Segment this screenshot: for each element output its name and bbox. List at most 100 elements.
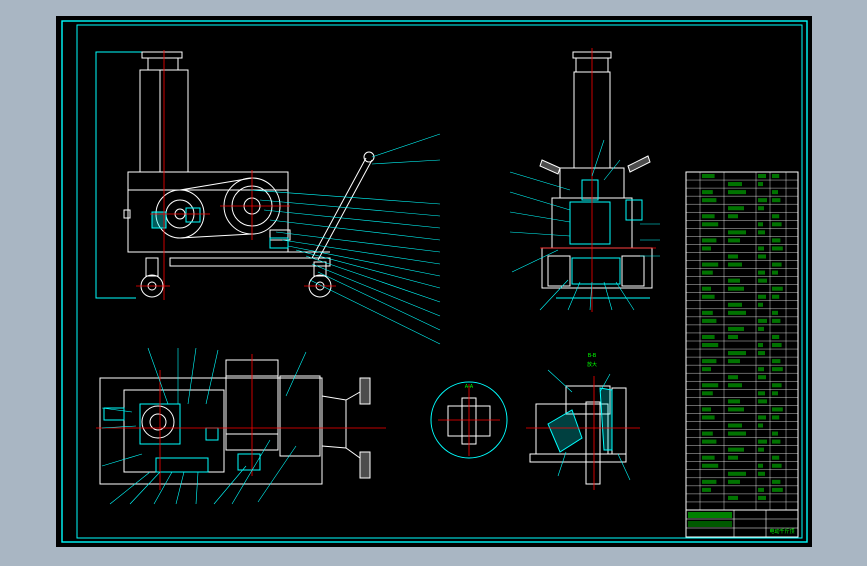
parts-list-cell-text [702,310,713,315]
section-b-b [526,376,640,490]
drawing-name: 电动千斤顶 [769,528,794,535]
parts-list-cell-text [728,206,744,211]
parts-list-cell-text [758,367,764,372]
parts-list-cell-text [772,407,783,412]
parts-list-cell-text [772,318,781,323]
parts-list-cell-text [728,479,740,484]
parts-list-cell-text [758,375,766,380]
parts-list-cell-text [728,254,738,259]
parts-list-cell-text [772,455,780,460]
parts-list-cell-text [758,318,767,323]
parts-list-cell-text [772,214,780,219]
parts-list-cell-text [758,222,763,227]
parts-list [685,171,799,511]
parts-list-cell-text [772,359,781,364]
parts-list-cell-text [728,182,742,187]
parts-list-cell-text [758,399,767,404]
plan-view [96,354,386,490]
parts-list-cell-text [728,423,742,428]
parts-list-cell-text [772,334,780,339]
drawing-sheet [56,16,812,547]
parts-list-cell-text [702,246,711,251]
parts-list-cell-text [728,286,744,291]
parts-list-cell-text [758,198,767,203]
parts-list-cell-text [758,351,765,356]
parts-list-cell-text [758,487,764,492]
parts-list-cell-text [728,399,740,404]
parts-list-cell-text [772,294,780,299]
parts-list-cell-text [758,326,764,331]
parts-list-cell-text [702,407,711,412]
parts-list-cell-text [772,174,780,179]
parts-list-cell-text [772,310,778,315]
parts-list-cell-text [758,471,765,476]
parts-list-cell-text [758,254,766,259]
parts-list-cell-text [728,407,744,412]
parts-list-cell-text [702,359,717,364]
parts-list-cell-text [772,415,780,420]
parts-list-cell-text [702,214,715,219]
parts-list-cell-text [758,294,766,299]
parts-list-cell-text [702,318,717,323]
parts-list-cell-text [728,351,746,356]
parts-list-cell-text [702,391,713,396]
label-a-a: A-A [465,384,474,390]
parts-list-cell-text [728,334,738,339]
label-b-b: B-B [588,353,597,359]
section-b-b-leaders [547,369,631,481]
parts-list-cell-text [772,383,782,388]
detail-a-a [430,381,508,459]
parts-list-cell-text [702,455,715,460]
outer-border [61,20,808,543]
parts-list-cell-text [772,198,781,203]
parts-list-cell-text [772,270,778,275]
parts-list-cell-text [702,415,715,420]
parts-list-cell-text [728,326,744,331]
parts-list-cell-text [772,479,781,484]
parts-list-cell-text [728,190,746,195]
parts-list-cell-text [758,447,764,452]
parts-list-cell-text [772,463,782,468]
parts-list-cell-text [758,206,764,211]
parts-list-cell-text [772,262,782,267]
parts-list-cell-text [728,495,738,500]
label-b-b-sub: 放大 [587,361,597,368]
parts-list-cell-text [758,391,765,396]
parts-list-cell-text [772,439,781,444]
parts-list-cell-text [758,302,763,307]
parts-list-cell-text [728,471,746,476]
plan-view-leaders [101,347,307,505]
parts-list-cell-text [702,463,719,468]
parts-list-cell-text [728,278,740,283]
parts-list-cell-text [758,270,765,275]
parts-list-cell-text [702,383,719,388]
parts-list-cell-text [728,310,746,315]
parts-list-cell-text [702,479,717,484]
parts-list-cell-text [728,447,744,452]
parts-list-cell-text [772,367,783,372]
parts-list-cell-text [702,343,719,348]
parts-list-cell-text [728,375,738,380]
parts-list-cell-text [772,190,778,195]
parts-list-cell-text [758,230,765,235]
parts-list-cell-text [702,487,711,492]
parts-list-cell-text [772,246,783,251]
parts-list-cell-text [702,294,715,299]
parts-list-cell-text [758,423,763,428]
parts-list-cell-text [702,238,717,243]
parts-list-cell-text [758,415,766,420]
parts-list-cell-text [772,487,783,492]
parts-list-cell-text [702,439,717,444]
title-block: 电动千斤顶 [685,509,799,538]
side-view-leaders [509,139,660,311]
parts-list-cell-text [758,182,763,187]
parts-list-cell-text [728,302,742,307]
side-view [539,48,656,312]
parts-list-cell-text [728,359,740,364]
parts-list-cell-text [772,343,782,348]
parts-list-cell-text [702,270,713,275]
parts-list-cell-text [772,286,783,291]
parts-list-cell-text [702,222,719,227]
parts-list-cell-text [728,262,742,267]
parts-list-cell-text [702,367,711,372]
